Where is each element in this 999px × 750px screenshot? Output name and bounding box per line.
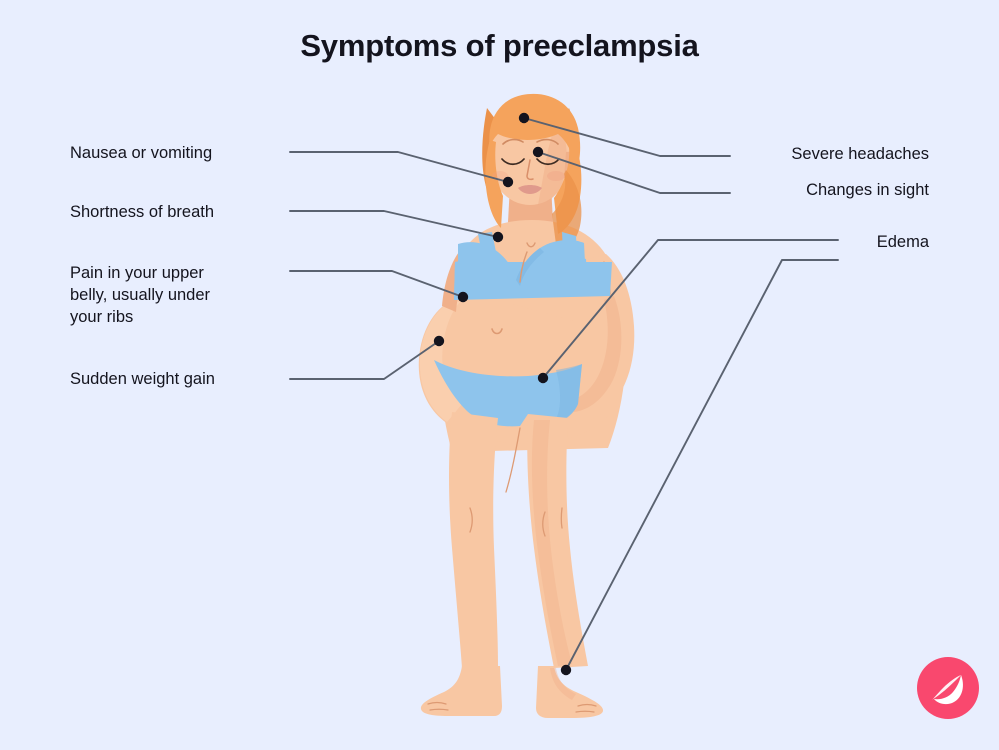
callout-label-edema: Edema bbox=[876, 233, 929, 251]
feather-icon bbox=[934, 675, 963, 705]
callout-label-changes-in-sight: Changes in sight bbox=[806, 181, 929, 199]
figure-body bbox=[418, 93, 635, 718]
feather-logo bbox=[917, 657, 979, 719]
callout-label-severe-headaches: Severe headaches bbox=[791, 145, 929, 163]
feather-spine-icon bbox=[932, 675, 961, 700]
callout-label-upper-belly-pain: Pain in your upper belly, usually under … bbox=[70, 264, 211, 326]
callout-label-shortness-of-breath: Shortness of breath bbox=[70, 203, 215, 221]
callout-label-nausea-or-vomiting: Nausea or vomiting bbox=[70, 144, 213, 162]
callout-label-sudden-weight-gain: Sudden weight gain bbox=[70, 370, 215, 388]
page-title: Symptoms of preeclampsia bbox=[300, 28, 699, 63]
logo-circle bbox=[917, 657, 979, 719]
